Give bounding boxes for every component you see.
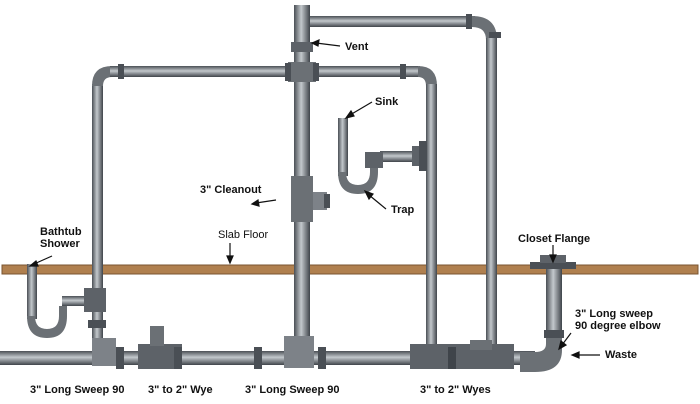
sink-tailpiece [338,118,348,176]
closet-flange-label: Closet Flange [518,233,591,245]
wyes-label: 3" to 2" Wyes [420,384,491,396]
slab-floor-label: Slab Floor [218,229,269,241]
vent-fitting [291,42,313,52]
left-vent-stack [92,84,103,352]
right-vent-elbow [418,66,437,86]
trap-label: Trap [391,204,415,216]
tub-trap-icon [27,306,67,338]
sink-trap-icon [338,160,378,194]
cleanout-label: 3" Cleanout [200,184,262,196]
vent-label: Vent [345,41,369,53]
long-sweep-90-left-label: 3" Long Sweep 90 [30,384,125,396]
sink-label: Sink [375,96,399,108]
slab-floor [1,264,699,275]
upper-vent-pipe [110,66,420,77]
bathtub-shower-label: Bathtub Shower [40,226,82,250]
wyes-right [410,344,514,369]
wye-label: 3" to 2" Wye [148,384,213,396]
cleanout-tee [291,176,313,222]
closet-flange [530,262,576,269]
top-vent-pipe [305,16,475,27]
waste-label: Waste [605,349,637,361]
pointer-arrows [28,39,600,359]
tub-arm [62,296,94,306]
long-sweep-elbow [520,338,562,372]
long-sweep-90-center-label: 3" Long Sweep 90 [245,384,340,396]
long-sweep-90-center [284,336,314,368]
toilet-riser [546,269,562,339]
sink-vent-stack [426,84,437,352]
upper-tee-fitting [288,62,316,82]
long-sweep-90-left [92,338,116,366]
long-sweep-elbow-label: 3" Long sweep 90 degree elbow [575,308,661,332]
left-vent-elbow [92,66,112,86]
sink-arm [380,151,426,162]
tub-drain [27,264,37,319]
toilet-vent-stack [486,38,497,352]
main-drain-pipe [0,351,535,365]
